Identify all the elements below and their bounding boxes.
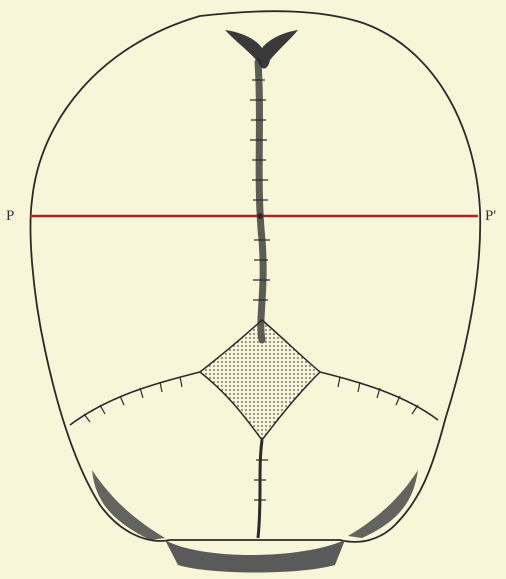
lambdoid-suture-right [320, 372, 438, 420]
suture-teeth [84, 80, 418, 500]
measure-line-center [257, 213, 263, 219]
skull-outline [31, 11, 481, 542]
point-label-right: P' [485, 208, 496, 225]
left-shaded-region [92, 470, 165, 540]
posterior-fontanelle [200, 320, 320, 440]
sagittal-suture-lower [258, 440, 262, 538]
point-label-left: P [6, 208, 14, 225]
occipital-band [165, 540, 345, 573]
right-shaded-region [348, 470, 418, 538]
sagittal-suture [258, 62, 263, 340]
